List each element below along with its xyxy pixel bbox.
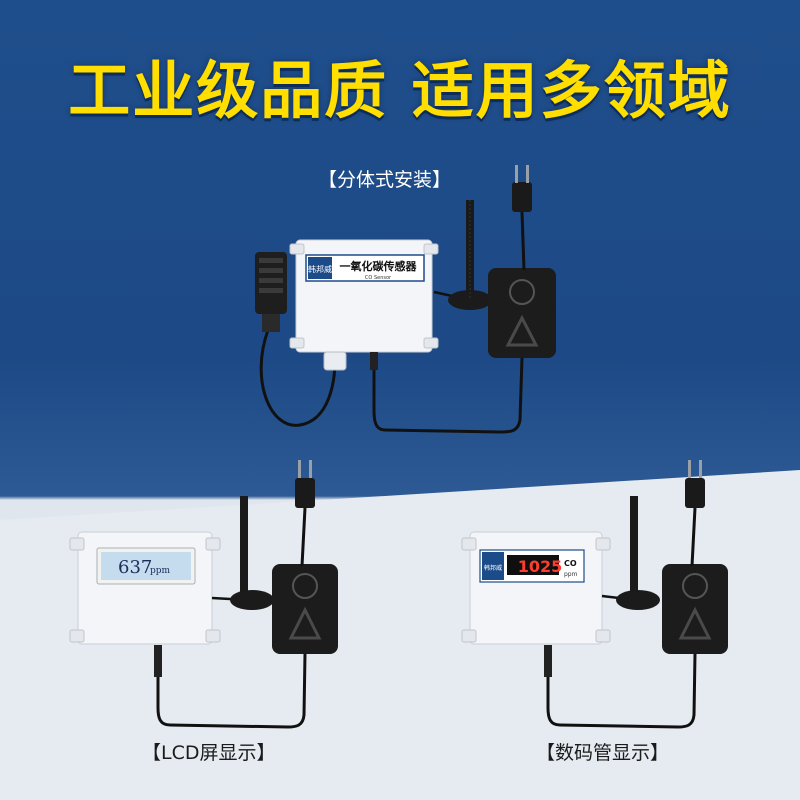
power-adapter-icon — [662, 564, 728, 654]
headline: 工业级品质 适用多领域 — [68, 54, 732, 127]
power-adapter-icon — [272, 564, 338, 654]
split-panel-subtitle: CO Sensor — [365, 275, 392, 281]
power-adapter-icon — [488, 268, 556, 358]
lcd-unit: 637 ppm — [69, 460, 338, 729]
segment-brand-logo: 韩邦威 — [484, 564, 502, 572]
lcd-reading-unit: ppm — [150, 566, 171, 576]
segment-reading-value: 1025 — [518, 557, 563, 576]
segment-display-unit: 韩邦威 1025 CO ppm — [461, 460, 728, 729]
segment-unit-label: ppm — [564, 571, 578, 578]
sensor-probe — [255, 252, 287, 332]
lcd-display-label: 【LCD屏显示】 — [142, 742, 276, 764]
split-brand-logo: 韩邦威 — [308, 264, 332, 274]
split-mount-label: 【分体式安装】 — [318, 169, 452, 191]
segment-display-label: 【数码管显示】 — [536, 742, 670, 764]
lcd-reading-value: 637 — [118, 557, 152, 578]
segment-gas-label: CO — [564, 559, 577, 568]
split-panel-title: 一氧化碳传感器 — [340, 259, 418, 273]
split-mount-unit: 韩邦威 一氧化碳传感器 CO Sensor — [255, 165, 556, 434]
